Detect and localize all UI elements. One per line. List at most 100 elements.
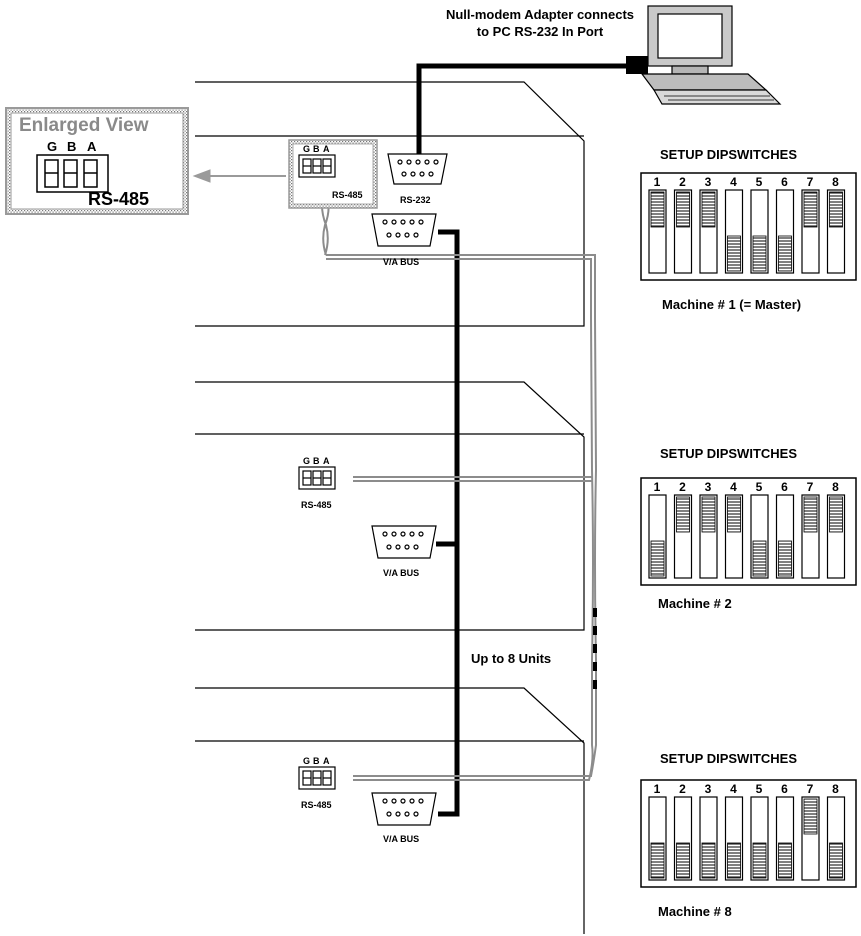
unit1-pin-a: A [323,144,330,154]
dipswitch-number: 6 [781,480,788,494]
dipswitch-knob-down [778,540,792,577]
enlarge-arrow [192,169,286,183]
unit1-rs232-connector [387,153,448,185]
continuation-dots [593,608,597,689]
dipswitch-number: 3 [705,175,712,189]
unit-2-chassis [195,381,585,631]
dipswitch-knob-down [650,842,665,879]
setup-title-1: SETUP DIPSWITCHES [660,147,798,162]
unit1-rs485-label: RS-485 [332,190,363,200]
dipswitch-number: 1 [654,175,661,189]
unit8-rs485-label: RS-485 [301,800,332,810]
enlarged-pin-a: A [87,139,97,154]
unit1-vabus-label: V/A BUS [383,257,420,267]
unit-8-chassis [195,687,585,934]
dipswitch-knob-up [701,191,716,228]
dipswitch-number: 8 [832,175,839,189]
dipswitch-number: 1 [654,480,661,494]
unit1-terminal-block [298,154,336,178]
unit2-rs485-label: RS-485 [301,500,332,510]
dipswitch-number: 3 [705,480,712,494]
unit1-rs232-label: RS-232 [400,195,431,205]
dipswitch-knob-down [778,235,792,272]
unit8-pin-a: A [323,756,330,766]
unit1-pin-b: B [313,144,320,154]
dipswitch-number: 3 [705,782,712,796]
dipswitch-knob-up [829,496,843,533]
dipswitch-knob-up [803,798,818,835]
unit2-vabus-label: V/A BUS [383,568,420,578]
unit8-terminal-block [298,766,336,790]
enlarged-pin-g: G [47,139,58,154]
setup-title-2: SETUP DIPSWITCHES [660,446,798,461]
dipswitch-knob-up [803,496,818,533]
unit2-terminal-block [298,466,336,490]
machine-label-1: Machine # 1 (= Master) [662,297,802,312]
dipswitch-number: 2 [679,175,686,189]
dipswitch-frame [640,779,857,888]
dipswitch-number: 8 [832,782,839,796]
dipswitch-number: 1 [654,782,661,796]
dipswitch-knob-up [676,191,690,228]
pc-note-line2: to PC RS-232 In Port [476,24,604,39]
unit1-pin-g: G [303,144,311,154]
pc-computer-icon [640,5,782,105]
dipswitch-panel-machine-1: 1 2 3 4 5 6 7 8 [640,172,857,281]
pc-note-line1: Null-modem Adapter connects [445,7,635,22]
unit2-vabus-connector [371,525,437,559]
dipswitch-number: 5 [756,782,763,796]
enlarged-view-title: Enlarged View [19,115,149,136]
dipswitch-number: 5 [756,480,763,494]
dipswitch-knob-down [676,842,690,879]
dipswitch-frame [640,477,857,586]
va-bus-cable [438,229,460,817]
dipswitch-frame [640,172,857,281]
dipswitch-number: 4 [730,175,737,189]
dipswitch-knob-up [701,496,716,533]
dipswitch-knob-up [829,191,843,228]
null-modem-adapter [626,56,648,74]
dipswitch-knob-up [803,191,818,228]
unit2-pin-b: B [313,456,320,466]
dipswitch-knob-up [727,496,741,533]
dipswitch-knob-down [829,842,843,879]
setup-title-3: SETUP DIPSWITCHES [660,751,798,766]
unit8-pin-b: B [313,756,320,766]
rs232-cable [416,63,626,156]
unit8-pin-g: G [303,756,311,766]
dipswitch-panel-machine-8: 1 2 3 4 5 6 7 8 [640,779,857,888]
unit-1-chassis [195,81,585,327]
dipswitch-number: 2 [679,782,686,796]
dipswitch-knob-down [752,540,767,577]
enlarged-rs485-label: RS-485 [88,189,150,209]
dipswitch-knob-down [727,842,741,879]
enlarged-terminal-block [36,154,109,193]
dipswitch-number: 6 [781,175,788,189]
dipswitch-knob-up [676,496,690,533]
dipswitch-number: 4 [730,782,737,796]
unit8-vabus-label: V/A BUS [383,834,420,844]
dipswitch-knob-up [650,191,665,228]
unit8-vabus-connector [371,792,437,826]
dipswitch-knob-down [752,235,767,272]
dipswitch-number: 7 [807,175,814,189]
machine-label-3: Machine # 8 [658,904,732,919]
unit2-pin-a: A [323,456,330,466]
dipswitch-number: 7 [807,480,814,494]
machine-label-2: Machine # 2 [658,596,732,611]
dipswitch-knob-down [650,540,665,577]
dipswitch-number: 4 [730,480,737,494]
dipswitch-knob-down [752,842,767,879]
enlarged-pin-b: B [67,139,77,154]
dipswitch-knob-down [778,842,792,879]
unit1-vabus-connector [371,213,437,247]
dipswitch-knob-down [727,235,741,272]
unit2-pin-g: G [303,456,311,466]
up-to-units-label: Up to 8 Units [471,651,552,666]
dipswitch-number: 5 [756,175,763,189]
dipswitch-number: 6 [781,782,788,796]
dipswitch-knob-down [701,842,716,879]
dipswitch-number: 7 [807,782,814,796]
